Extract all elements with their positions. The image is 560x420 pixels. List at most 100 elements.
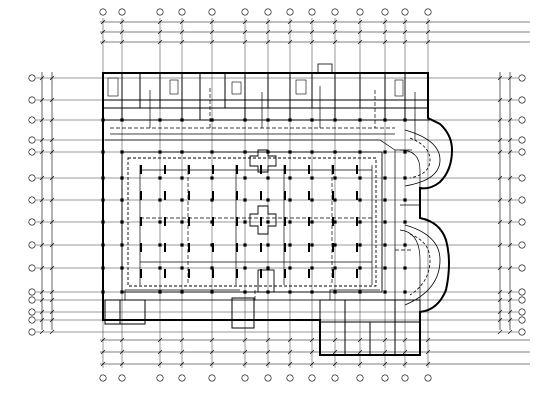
dimension-tick	[507, 75, 513, 81]
light-fixture	[212, 217, 214, 226]
dimension-tick	[402, 361, 408, 367]
light-fixture	[284, 243, 286, 252]
column	[101, 243, 105, 247]
grid-bubble-left	[28, 74, 36, 82]
column	[210, 176, 214, 180]
dimension-tick	[425, 337, 431, 343]
dimension-tick	[157, 29, 163, 35]
grid-bubble-top	[424, 8, 432, 16]
dimension-tick	[425, 361, 431, 367]
light-fixture	[284, 217, 286, 226]
column	[288, 243, 292, 247]
column	[358, 198, 362, 202]
dimension-tick	[157, 337, 163, 343]
column	[120, 266, 124, 270]
grid-bubble-left	[28, 288, 36, 296]
dimension-tick	[39, 309, 45, 315]
column	[403, 198, 407, 202]
column	[120, 243, 124, 247]
grid-bubble-right	[518, 174, 526, 182]
light-fixture	[188, 217, 190, 226]
dimension-tick	[497, 149, 503, 155]
dimension-tick	[507, 329, 513, 335]
light-fixture	[140, 269, 142, 278]
grid-bubble-right	[518, 218, 526, 226]
light-fixture	[332, 269, 334, 278]
column	[120, 220, 124, 224]
column	[383, 266, 387, 270]
dimension-tick	[100, 349, 106, 355]
column	[310, 290, 314, 294]
column	[358, 150, 362, 154]
dimension-tick	[425, 19, 431, 25]
dimension-tick	[287, 19, 293, 25]
dimension-tick	[39, 137, 45, 143]
light-fixture	[140, 243, 142, 252]
light-fixture	[332, 191, 334, 200]
top-dimension-chains	[100, 21, 530, 43]
central-core	[249, 149, 277, 293]
dimension-tick	[497, 75, 503, 81]
dimension-tick	[265, 19, 271, 25]
column	[266, 176, 270, 180]
column	[180, 290, 184, 294]
grid-bubble-left	[28, 296, 36, 304]
dimension-tick	[209, 349, 215, 355]
column	[120, 198, 124, 202]
column	[288, 118, 292, 122]
column	[210, 150, 214, 154]
column	[158, 150, 162, 154]
dimension-tick	[242, 337, 248, 343]
wiring-run	[329, 289, 380, 300]
dimension-tick	[507, 149, 513, 155]
column	[358, 290, 362, 294]
dimension-tick	[49, 75, 55, 81]
light-fixture	[164, 165, 166, 174]
dimension-tick	[382, 337, 388, 343]
column-grid-lines	[36, 18, 518, 368]
grid-bubble-top	[381, 8, 389, 16]
light-fixture	[188, 165, 190, 174]
dimension-tick	[49, 175, 55, 181]
dimension-tick	[507, 117, 513, 123]
dimension-tick	[39, 175, 45, 181]
column	[180, 220, 184, 224]
column	[266, 118, 270, 122]
light-fixture	[308, 243, 310, 252]
dimension-tick	[497, 242, 503, 248]
column	[333, 118, 337, 122]
dimension-tick	[332, 19, 338, 25]
light-fixture	[260, 269, 262, 278]
column	[358, 220, 362, 224]
column	[288, 266, 292, 270]
dimension-tick	[119, 39, 125, 45]
dimension-tick	[402, 39, 408, 45]
light-fixture	[356, 191, 358, 200]
light-fixture	[332, 243, 334, 252]
light-fixture	[332, 217, 334, 226]
dimension-tick	[507, 265, 513, 271]
dimension-tick	[287, 29, 293, 35]
column	[158, 198, 162, 202]
dimension-tick	[287, 361, 293, 367]
dimension-tick	[49, 289, 55, 295]
column	[288, 176, 292, 180]
light-fixture	[356, 165, 358, 174]
column	[180, 198, 184, 202]
grid-bubble-bottom	[308, 374, 316, 382]
dimension-tick	[49, 297, 55, 303]
dimension-tick	[382, 39, 388, 45]
dimension-tick	[287, 337, 293, 343]
dimension-ticks	[39, 19, 513, 367]
column	[266, 266, 270, 270]
grid-bubble-bottom	[178, 374, 186, 382]
grid-bubble-right	[518, 296, 526, 304]
grid-bubble-top	[286, 8, 294, 16]
column	[310, 176, 314, 180]
dimension-tick	[179, 361, 185, 367]
dimension-tick	[287, 39, 293, 45]
grid-bubble-right	[518, 116, 526, 124]
column	[288, 290, 292, 294]
dimension-tick	[402, 29, 408, 35]
